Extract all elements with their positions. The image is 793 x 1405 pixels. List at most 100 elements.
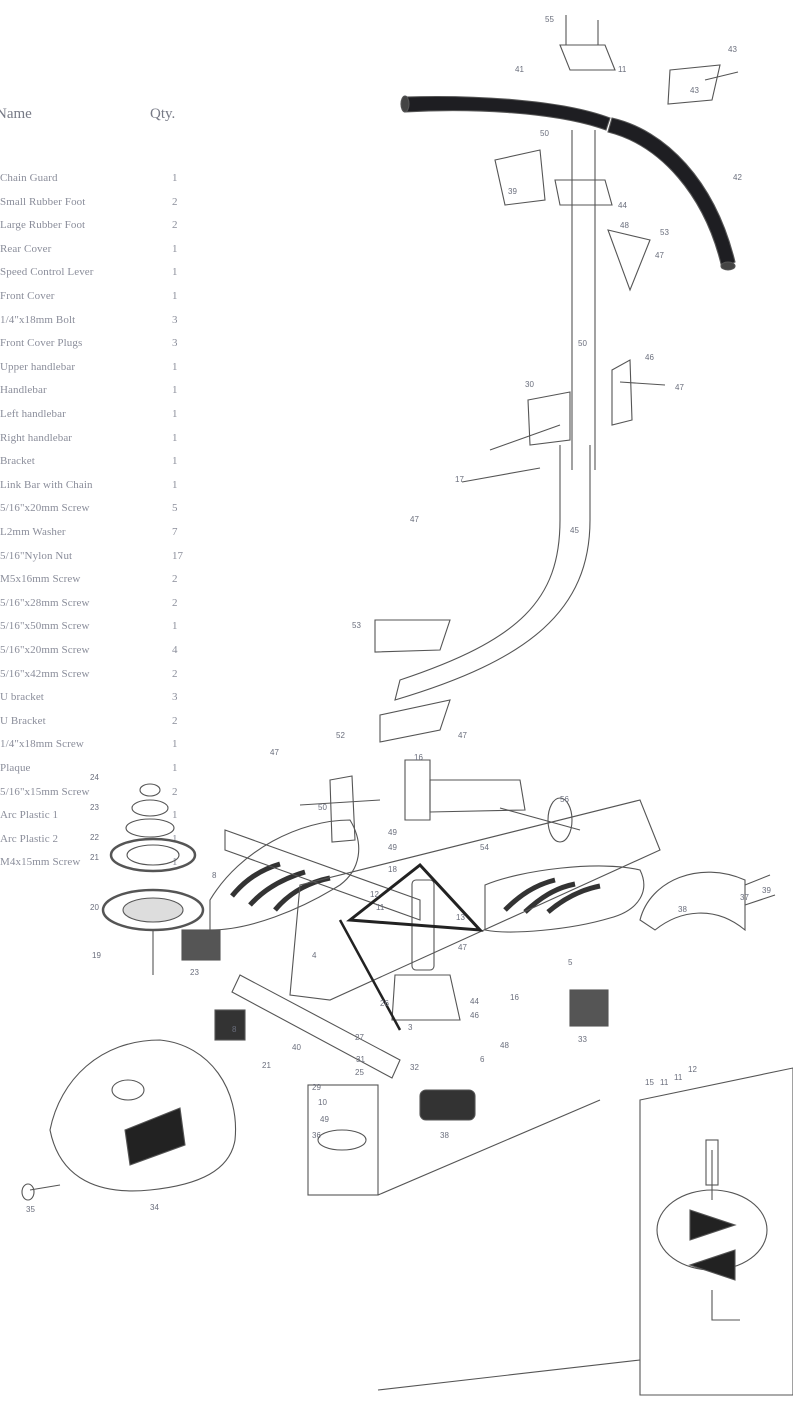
callout-lower-e: 25 <box>355 1068 364 1077</box>
part-name: U bracket <box>0 691 44 704</box>
part-qty: 1 <box>172 242 178 255</box>
part-qty: 1 <box>172 408 178 420</box>
part-qty: 1 <box>172 266 178 279</box>
rear-bar <box>224 829 421 921</box>
callout-curved-tube: 45 <box>570 526 579 535</box>
part-qty: 3 <box>172 691 178 704</box>
part-row: Right handlebar 1 <box>0 432 230 452</box>
part-row: Front Cover Plugs 3 <box>0 337 230 357</box>
callout-lower-a: 26 <box>380 999 389 1008</box>
callout-hub: 47 <box>458 943 467 952</box>
part-name: Left handlebar <box>0 408 66 420</box>
part-qty: 17 <box>172 549 183 562</box>
name-column-header: Name <box>0 106 32 122</box>
part-name: Link Bar with Chain <box>0 478 93 491</box>
detail-box <box>307 1084 379 1196</box>
callout-link2: 54 <box>480 843 489 852</box>
part-row: Left handlebar 1 <box>0 408 230 428</box>
callout-handlebar-right: 42 <box>733 173 742 182</box>
part-qty: 2 <box>172 573 178 586</box>
part-name: 5/16"x50mm Screw <box>0 620 90 633</box>
clamp-upper <box>554 179 613 206</box>
callout-pair-a: 47 <box>410 515 419 524</box>
callout-right-clamp: 43 <box>690 86 699 95</box>
part-name: Right handlebar <box>0 431 73 444</box>
handlebar-grip-right <box>607 117 736 269</box>
part-name: 5/16"x28mm Screw <box>0 596 90 609</box>
part-name: Front Cover Plugs <box>0 337 83 350</box>
part-row: Rear Cover 1 <box>0 243 230 263</box>
part-row: Upper handlebar 1 <box>0 361 230 381</box>
part-qty: 1 <box>172 431 178 444</box>
part-qty: 1 <box>172 360 178 373</box>
part-qty: 1 <box>172 832 178 845</box>
part-name: Arc Plastic 2 <box>0 832 59 845</box>
callout-side-plate: 52 <box>336 731 345 740</box>
part-row: Plaque 1 <box>0 762 230 782</box>
callout-cover-nut: 12 <box>370 890 379 899</box>
callout-motor-plate: 38 <box>440 1131 449 1140</box>
callout-front-screw: 35 <box>26 1205 35 1214</box>
callout-arc: 38 <box>678 905 687 914</box>
callout-foot-l: 8 <box>212 871 217 880</box>
callout-block: 23 <box>190 968 199 977</box>
callout-clamp-upper: 44 <box>618 201 627 210</box>
part-name: Plaque <box>0 762 31 774</box>
callout-frame-label3: 31 <box>356 1055 365 1064</box>
part-name: 5/16"x15mm Screw <box>0 785 90 798</box>
callout-foot-r: 5 <box>568 958 573 967</box>
qty-column-header: Qty. <box>150 106 176 122</box>
part-row: M4x15mm Screw 1 <box>0 856 230 876</box>
callout-frame-label: 3 <box>408 1023 413 1032</box>
part-row: U bracket 3 <box>0 691 230 711</box>
callout-plate-a: 53 <box>352 621 361 630</box>
part-qty: 1 <box>172 762 178 774</box>
part-qty: 3 <box>172 337 178 350</box>
callout-lower-i: 49 <box>320 1115 329 1124</box>
part-qty: 1 <box>172 455 178 468</box>
callout-hub3: 46 <box>470 1011 479 1020</box>
callout-pulley-base: 20 <box>90 903 99 912</box>
callout-handlebar-left: 41 <box>515 65 524 74</box>
part-name: Upper handlebar <box>0 360 76 373</box>
part-name: 1/4"x18mm Screw <box>0 738 84 751</box>
callout-pulley-big: 21 <box>90 853 99 862</box>
plate-b <box>379 699 451 743</box>
part-qty: 2 <box>172 596 178 609</box>
part-row: 5/16"x28mm Screw 2 <box>0 597 230 617</box>
hub <box>391 974 461 1021</box>
part-qty: 4 <box>172 644 178 656</box>
plate-a <box>374 619 451 653</box>
callout-lower-d: 29 <box>312 1083 321 1092</box>
callout-front-cover: 34 <box>150 1203 159 1212</box>
callout-stack-a: 49 <box>388 828 397 837</box>
left-bracket <box>494 149 546 206</box>
callout-frame-label2: 6 <box>480 1055 485 1064</box>
part-row: Chain Guard 1 <box>0 172 230 192</box>
part-row: 5/16"Nylon Nut 17 <box>0 550 230 570</box>
part-name: M4x15mm Screw <box>0 856 81 869</box>
callout-stack-b: 49 <box>388 843 397 852</box>
callout-base-screw: 48 <box>500 1041 509 1050</box>
curved-tube <box>394 445 591 701</box>
part-name: Front Cover <box>0 290 55 302</box>
part-qty: 1 <box>172 856 178 869</box>
part-qty: 1 <box>172 172 178 184</box>
part-name: Arc Plastic 1 <box>0 809 59 822</box>
callout-washer-b: 15 <box>645 1078 654 1087</box>
part-name: Rear Cover <box>0 242 52 255</box>
callout-nut-post: 47 <box>458 731 467 740</box>
callout-side-bolt: 50 <box>318 803 327 812</box>
part-name: 5/16"Nylon Nut <box>0 549 73 562</box>
part-name: Chain Guard <box>0 172 58 184</box>
part-name: 5/16"x20mm Screw <box>0 502 90 515</box>
